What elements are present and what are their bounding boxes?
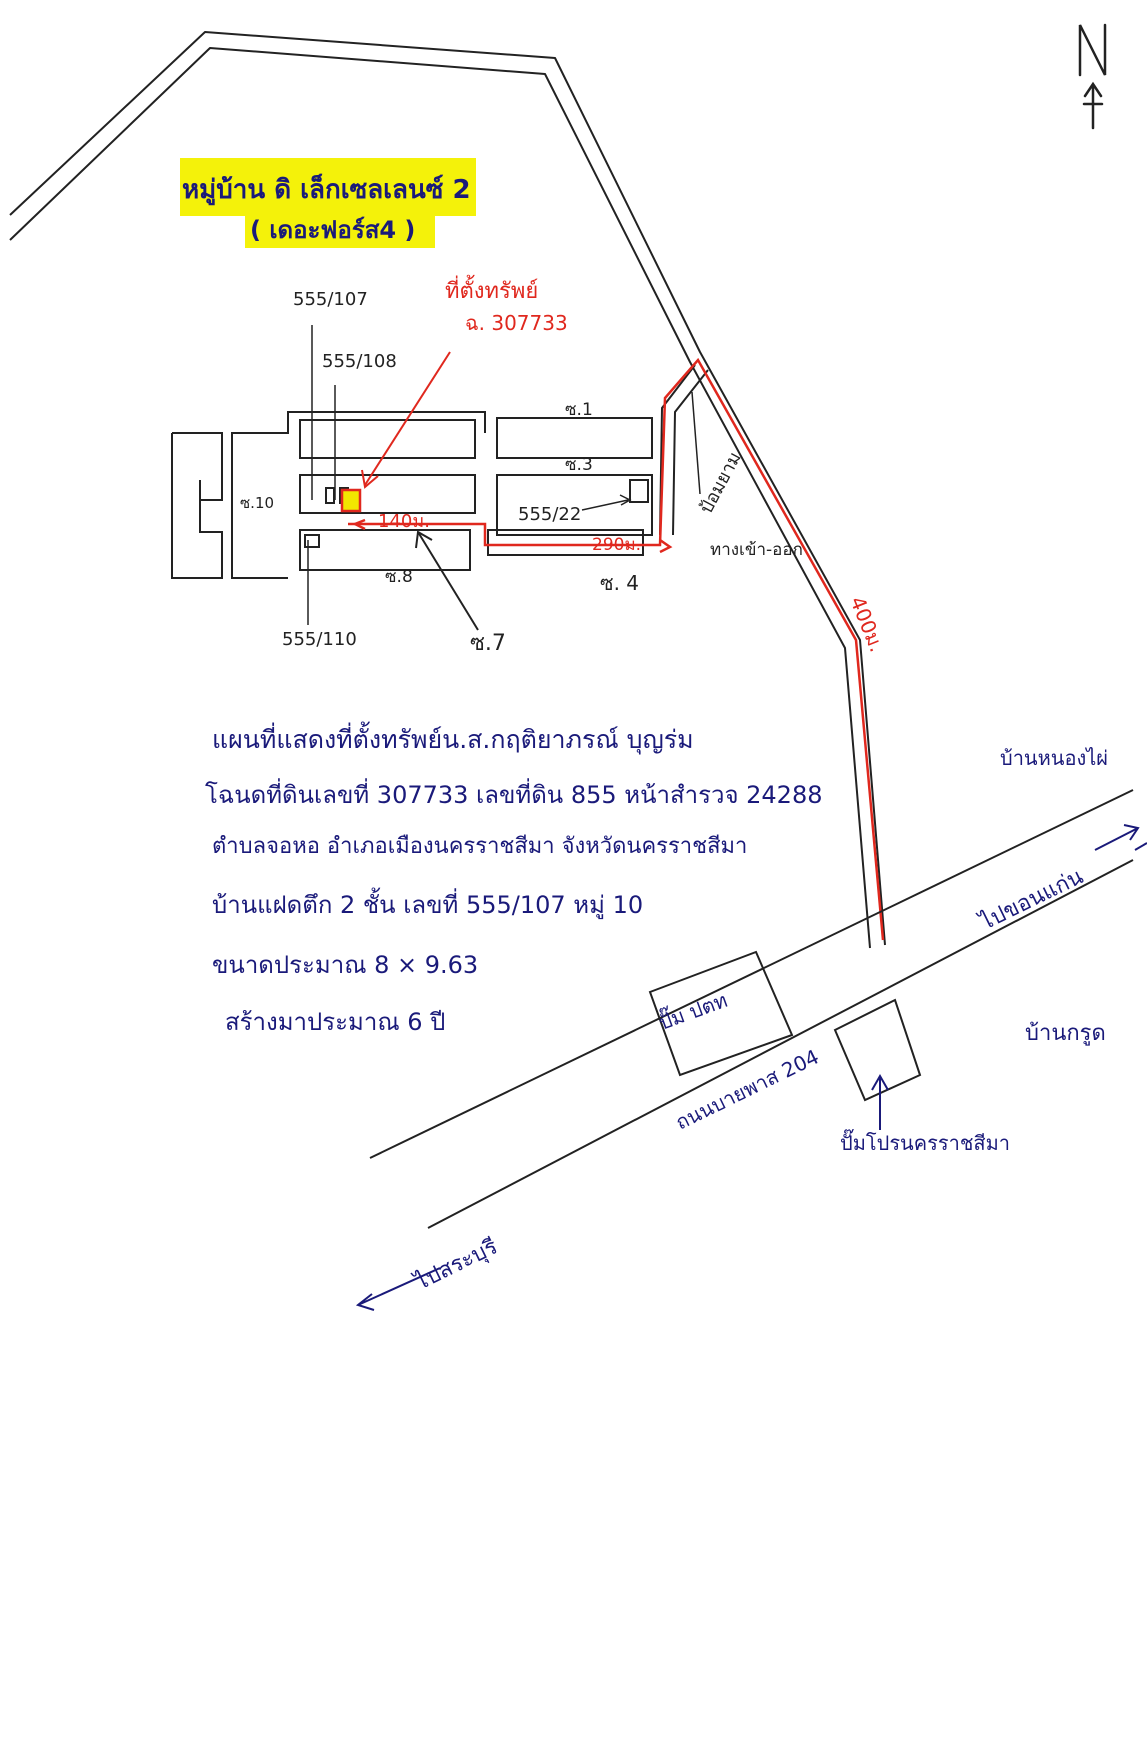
gate-label-line2: ทางเข้า-ออก: [710, 540, 803, 560]
description-line4: บ้านแฝดตึก 2 ชั้น เลขที่ 555/107 หมู่ 10: [212, 887, 643, 920]
soi-3-label: ซ.3: [565, 455, 593, 475]
asset-pointer-arrow: [361, 351, 451, 489]
house-number-110: 555/110: [282, 629, 357, 650]
soi-4-label: ซ. 4: [600, 571, 639, 595]
description-line1: แผนที่แสดงที่ตั้งทรัพย์น.ส.กฤติยาภรณ์ บุ…: [212, 721, 694, 755]
description-line2: โฉนดที่ดินเลขที่ 307733 เลขที่ดิน 855 หน…: [205, 778, 822, 809]
direction-arrows: [355, 824, 1147, 1311]
estate-blocks: [171, 411, 653, 579]
soi-10-label: ซ.10: [240, 494, 274, 512]
place-nongphai: บ้านหนองไผ่: [1000, 746, 1108, 770]
north-arrow: [1078, 23, 1107, 130]
pump-box: [833, 998, 922, 1102]
asset-label-line2: ฉ. 307733: [465, 311, 568, 335]
north-marker: N: [1093, 19, 1094, 21]
description-line3: ตำบลจอหอ อำเภอเมืองนครราชสีมา จังหวัดนคร…: [212, 834, 747, 859]
description-line6: สร้างมาประมาณ 6 ปี: [225, 1008, 445, 1036]
distance-140: 140ม.: [378, 511, 430, 532]
house-number-108: 555/108: [322, 351, 397, 372]
village-name-line2: ( เดอะฟอร์ส4 ): [250, 216, 415, 244]
gate-label-line1: ป้อมยาม: [696, 449, 746, 518]
village-name-line1: หมู่บ้าน ดิ เล็กเซลเลนซ์ 2: [182, 173, 471, 206]
distance-290: 290ม.: [592, 535, 641, 555]
village-highlight: [180, 158, 476, 216]
direction-right: ไปขอนแก่น: [974, 863, 1087, 936]
house-number-22: 555/22: [518, 504, 581, 525]
place-krut: บ้านกรูด: [1025, 1021, 1106, 1046]
gate-pointer: [691, 391, 701, 495]
outer-road: [9, 31, 886, 949]
soi-1-label: ซ.1: [565, 400, 593, 420]
asset-label-line1: ที่ตั้งทรัพย์: [445, 275, 538, 304]
village-highlight-2: [245, 210, 435, 248]
house-number-107: 555/107: [293, 289, 368, 310]
place-ptt: ปั๊ม ปตท: [654, 985, 730, 1035]
red-route: [348, 357, 885, 941]
place-pump: ปั๊มโปรนครราชสีมา: [840, 1128, 1010, 1155]
direction-left: ไปสระบุรี: [409, 1233, 501, 1296]
pump-pointer: [871, 1073, 889, 1130]
highway-204: [369, 789, 1134, 1229]
property-marker: [340, 488, 362, 513]
ptt-station-box: [648, 950, 794, 1077]
description-line5: ขนาดประมาณ 8 × 9.63: [212, 951, 478, 979]
soi-7-label: ซ.7: [470, 631, 506, 656]
soi7-pointer: [415, 530, 479, 631]
house-leaders: [307, 325, 632, 625]
soi-8-label: ซ.8: [385, 567, 413, 587]
